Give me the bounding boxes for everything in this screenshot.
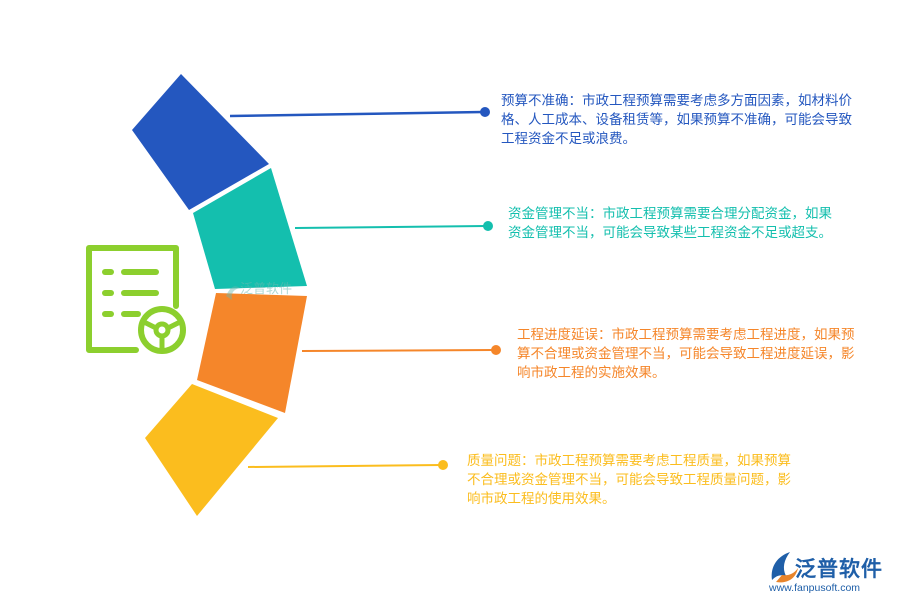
connector-line-1 xyxy=(229,110,484,118)
connector-dot-4 xyxy=(438,460,448,470)
document-steering-wheel-icon xyxy=(86,245,186,354)
item-1-text: 预算不准确：市政工程预算需要考虑多方面因素，如材料价格、人工成本、设备租赁等，如… xyxy=(501,93,852,147)
item-3-text: 工程进度延误：市政工程预算需要考虑工程进度，如果预算不合理或资金管理不当，可能会… xyxy=(517,327,855,381)
item-4-text: 质量问题：市政工程预算需要考虑工程质量，如果预算不合理或资金管理不当，可能会导致… xyxy=(467,453,791,507)
watermark-text: 泛普软件 xyxy=(240,282,293,297)
connector-line-4 xyxy=(247,464,442,468)
connector-dot-1 xyxy=(480,107,490,117)
segment-block-1 xyxy=(132,74,269,210)
brand-logo-icon xyxy=(771,552,798,583)
segment-block-4 xyxy=(145,384,278,516)
item-2-text: 资金管理不当：市政工程预算需要合理分配资金，如果资金管理不当，可能会导致某些工程… xyxy=(508,206,832,241)
brand-url: www.fanpusoft.com xyxy=(769,582,861,594)
segment-block-3 xyxy=(197,293,307,413)
watermark-logo-icon xyxy=(226,286,240,300)
connector-line-3 xyxy=(301,349,495,352)
connector-dot-3 xyxy=(491,345,501,355)
connector-dot-2 xyxy=(483,221,493,231)
connector-line-2 xyxy=(294,225,487,229)
brand-name: 泛普软件 xyxy=(795,557,883,581)
segment-block-2 xyxy=(193,168,307,289)
